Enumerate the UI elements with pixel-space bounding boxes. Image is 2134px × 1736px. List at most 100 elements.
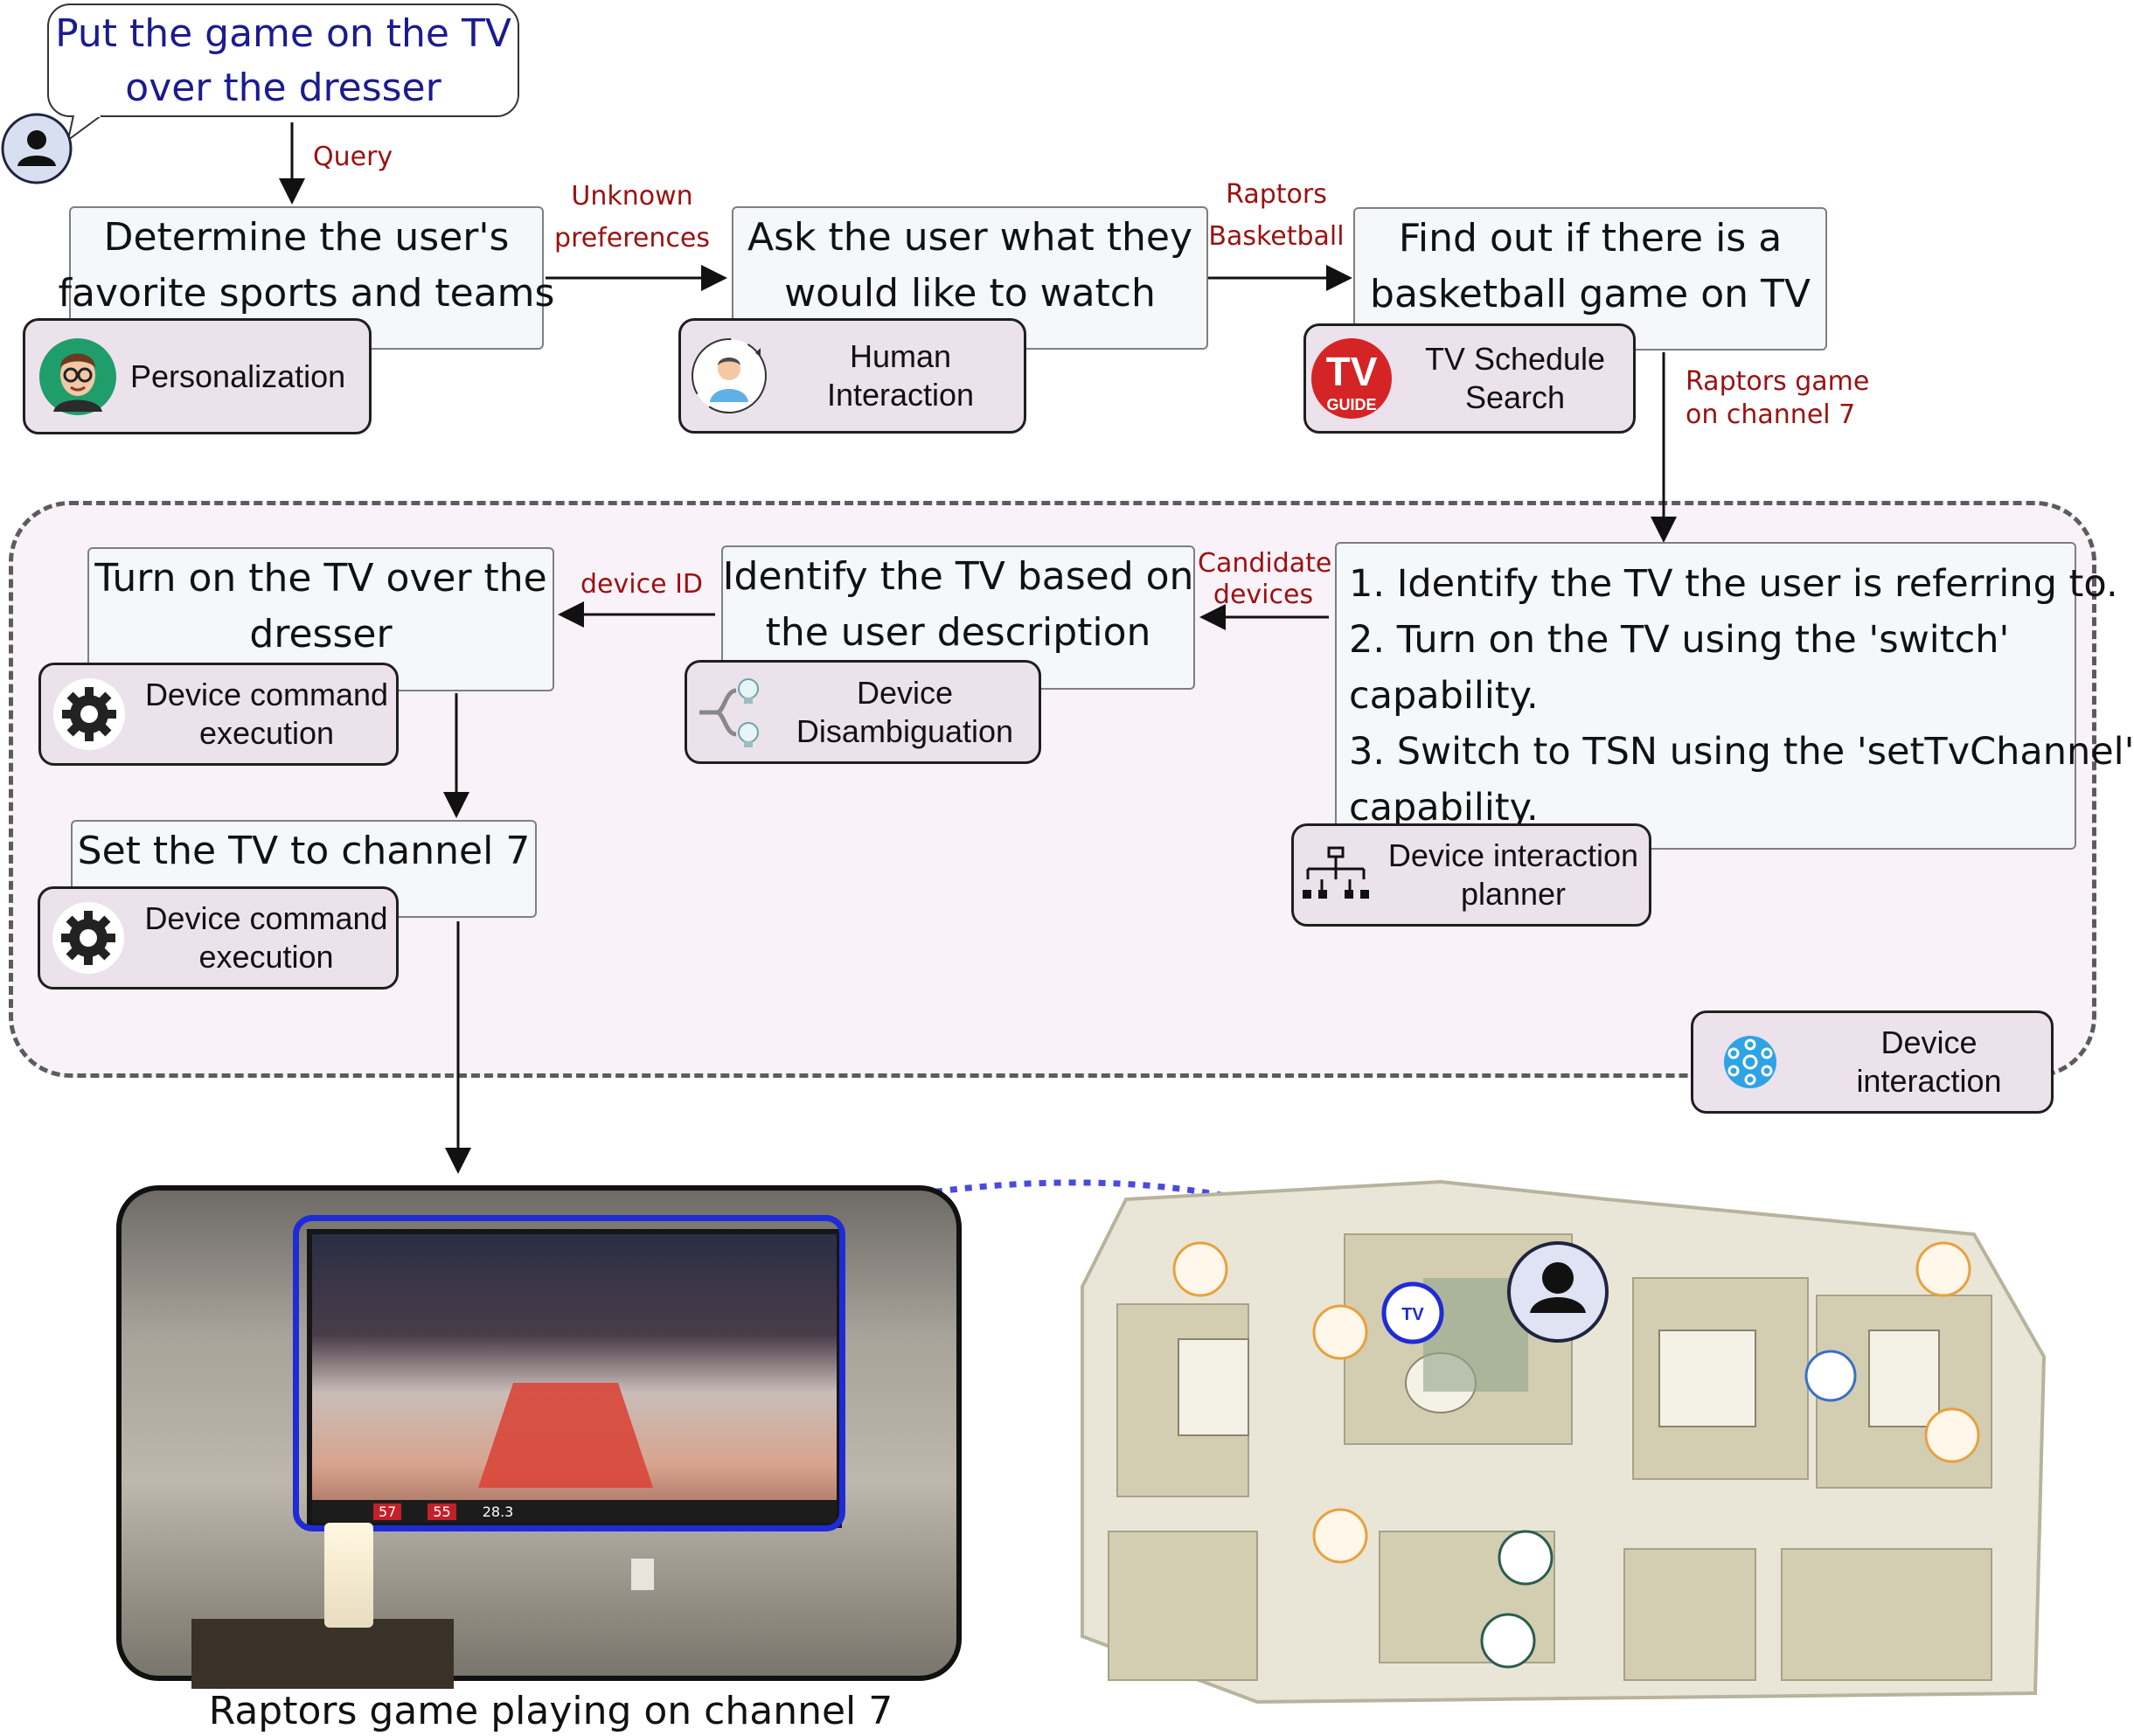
step-line: would like to watch	[784, 271, 1156, 316]
edge-label-unknown-preferences: Unknown preferences	[547, 176, 717, 260]
module-label-line: Interaction	[826, 377, 975, 413]
refrigerator-icon	[1480, 1613, 1536, 1669]
step-line: basketball game on TV	[1370, 272, 1811, 316]
module-label-block: Device interaction	[1807, 1024, 2051, 1101]
module-label-block: Device interaction planner	[1378, 837, 1649, 913]
branching-bulbs-icon	[699, 677, 759, 747]
floorplan-device-icons: TV	[1172, 1241, 1980, 1669]
edge-label-line: on channel 7	[1686, 399, 1856, 430]
module-label-line: Device interaction	[1387, 837, 1639, 873]
plan-line-4: 3. Switch to TSN using the 'setTvChannel…	[1349, 730, 2134, 774]
edge-label-line: preferences	[554, 223, 710, 253]
wall-outlet	[630, 1558, 655, 1591]
module-label-block: Human Interaction	[777, 337, 1024, 414]
lightbulb-icon	[1924, 1407, 1980, 1463]
lightbulb-icon	[1312, 1304, 1368, 1360]
hierarchy-icon	[1303, 846, 1369, 899]
user-avatar-icon	[1, 113, 73, 184]
edge-label-line: Basketball	[1208, 221, 1345, 252]
module-label-block: TV Schedule Search	[1397, 340, 1633, 417]
module-label-block: Device Disambiguation	[771, 674, 1039, 751]
step-line: Find out if there is a	[1398, 216, 1783, 260]
logo-subtext: GUIDE	[1326, 396, 1376, 413]
module-label-line: Device command	[144, 900, 388, 936]
plan-line-2: 2. Turn on the TV using the 'switch'	[1349, 618, 2010, 662]
person-refresh-icon	[692, 338, 767, 413]
module-device-command-execution-2: Device command execution	[38, 886, 399, 990]
module-label-line: Search	[1464, 379, 1566, 415]
step-line: favorite sports and teams	[58, 271, 555, 316]
step-plan: 1. Identify the TV the user is referring…	[1335, 542, 2134, 850]
cartoon-face-icon	[39, 337, 116, 415]
module-label-line: TV Schedule	[1424, 341, 1606, 377]
floor-plan: TV	[1081, 1179, 2047, 1705]
edge-label-line: Unknown	[571, 181, 693, 212]
module-label-block: Device command execution	[136, 899, 396, 976]
module-human-interaction: Human Interaction	[678, 318, 1026, 434]
module-label: Personalization	[130, 358, 346, 394]
query-line-1: Put the game on the TV	[55, 11, 511, 56]
module-device-command-execution-1: Device command execution	[38, 663, 399, 766]
gear-icon	[52, 902, 124, 974]
module-label-line: Device	[1880, 1024, 1978, 1060]
module-label-block: Device command execution	[137, 676, 396, 753]
score-home: 57	[373, 1503, 402, 1520]
edge-label-line: Candidate	[1198, 548, 1332, 579]
plan-line-3: capability.	[1349, 674, 1539, 718]
game-clock: 28.3	[482, 1503, 514, 1520]
edge-label-line: Raptors	[1226, 179, 1327, 210]
edge-label-device-id: device ID	[580, 569, 704, 600]
step-determine-preferences: Determine the user's favorite sports and…	[59, 206, 554, 350]
plan-line-1: 1. Identify the TV the user is referring…	[1349, 562, 2118, 606]
module-label-line: Device	[856, 674, 954, 711]
gear-icon	[53, 678, 125, 750]
module-device-disambiguation: Device Disambiguation	[685, 660, 1041, 764]
plan-line-5: capability.	[1349, 786, 1539, 830]
query-bubble: Put the game on the TV over the dresser	[47, 3, 519, 117]
lightbulb-icon	[1312, 1508, 1368, 1564]
module-label-line: Human	[849, 338, 952, 374]
module-label-line: Device command	[144, 677, 389, 712]
tv-icon	[1381, 1281, 1444, 1344]
network-hub-icon	[1724, 1036, 1776, 1088]
module-label-line: planner	[1460, 876, 1567, 912]
speech-tail	[66, 110, 102, 142]
lightbulb-icon	[1172, 1241, 1228, 1297]
edge-label-raptors-basketball: Raptors Basketball	[1206, 174, 1346, 258]
tv-photo: 57 55 28.3	[116, 1185, 962, 1689]
dishwasher-icon	[1498, 1530, 1554, 1586]
score-away: 55	[427, 1503, 456, 1520]
step-line: the user description	[765, 610, 1151, 655]
user-icon-body	[1530, 1297, 1586, 1313]
edge-label-line: devices	[1213, 580, 1314, 610]
module-personalization: Personalization	[23, 318, 372, 434]
step-line: Turn on the TV over the	[94, 556, 547, 601]
lamp	[324, 1523, 373, 1628]
tv-guide-logo: TV GUIDE	[1311, 338, 1392, 419]
module-label-line: execution	[198, 939, 334, 975]
lightbulb-icon	[1915, 1241, 1971, 1297]
user-icon-head	[1542, 1262, 1574, 1294]
scoreboard: 57 55 28.3	[312, 1500, 837, 1523]
tv-highlight	[293, 1215, 845, 1531]
edge-label-candidate-devices: Candidate devices	[1198, 548, 1332, 611]
step-line: Ask the user what they	[747, 215, 1192, 260]
edge-label-query: Query	[313, 142, 393, 172]
switch-panel-icon	[1804, 1350, 1857, 1402]
tv-screen: 57 55 28.3	[307, 1229, 842, 1528]
module-device-interaction: Device interaction	[1691, 1010, 2054, 1114]
module-label-line: interaction	[1856, 1063, 2002, 1099]
step-line: dresser	[249, 612, 393, 656]
module-tv-schedule-search: TV GUIDE TV Schedule Search	[1303, 323, 1636, 434]
photo-caption: Raptors game playing on channel 7	[208, 1689, 893, 1733]
module-label-line: Disambiguation	[796, 712, 1014, 749]
step-line: Determine the user's	[103, 215, 510, 260]
step-line: Set the TV to channel 7	[77, 829, 531, 873]
module-label-line: execution	[198, 715, 335, 751]
edge-label-line: Raptors game	[1686, 366, 1870, 397]
edge-label-raptors-game-channel: Raptors game on channel 7	[1686, 365, 1869, 432]
query-line-2: over the dresser	[125, 66, 441, 110]
logo-text: TV	[1326, 349, 1378, 394]
module-device-interaction-planner: Device interaction planner	[1291, 823, 1651, 927]
